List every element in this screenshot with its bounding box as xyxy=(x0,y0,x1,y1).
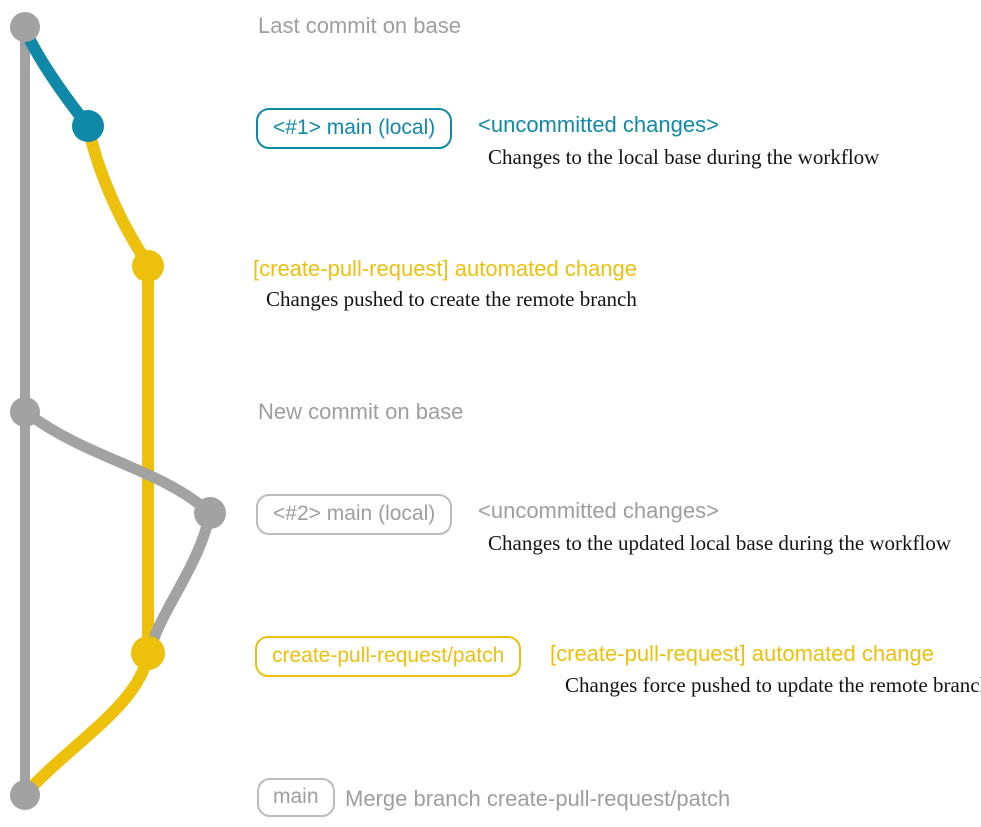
commit-node-base-top xyxy=(10,12,40,42)
commit-node-local-1 xyxy=(72,110,104,142)
automated-change-title-1: [create-pull-request] automated change xyxy=(253,256,638,281)
uncommitted-changes-title-1: <uncommitted changes> xyxy=(478,112,719,137)
commit-node-patch-1 xyxy=(132,250,164,282)
commit-node-patch-2 xyxy=(131,636,165,670)
commit-node-base-merge xyxy=(10,780,40,810)
automated-change-title-2: [create-pull-request] automated change xyxy=(550,641,935,666)
branch-badge-main-local-2: <#2> main (local) xyxy=(256,494,453,535)
new-commit-label: New commit on base xyxy=(258,399,464,424)
automated-change-description-2: Changes force pushed to update the remot… xyxy=(565,673,981,697)
uncommitted-changes-description-2: Changes to the updated local base during… xyxy=(488,531,952,555)
last-commit-label: Last commit on base xyxy=(258,13,461,38)
base-to-local2-curve xyxy=(21,407,216,519)
merge-commit-label: Merge branch create-pull-request/patch xyxy=(345,786,731,811)
patch-branch-merge-curve xyxy=(21,649,154,798)
uncommitted-changes-description-1: Changes to the local base during the wor… xyxy=(488,145,880,169)
uncommitted-changes-title-2: <uncommitted changes> xyxy=(478,498,719,523)
commit-node-base-new xyxy=(10,397,40,427)
branch-badge-main-merged: main xyxy=(257,778,335,817)
automated-change-description-1: Changes pushed to create the remote bran… xyxy=(266,287,637,311)
branch-badge-create-pull-request-patch: create-pull-request/patch xyxy=(255,636,522,677)
patch-branch-curve-top xyxy=(82,120,154,270)
commit-node-local-2 xyxy=(194,497,226,529)
branch-badge-main-local-1: <#1> main (local) xyxy=(256,108,453,149)
local2-to-patch2-curve xyxy=(144,507,216,656)
local-main-branch-curve xyxy=(19,24,94,132)
